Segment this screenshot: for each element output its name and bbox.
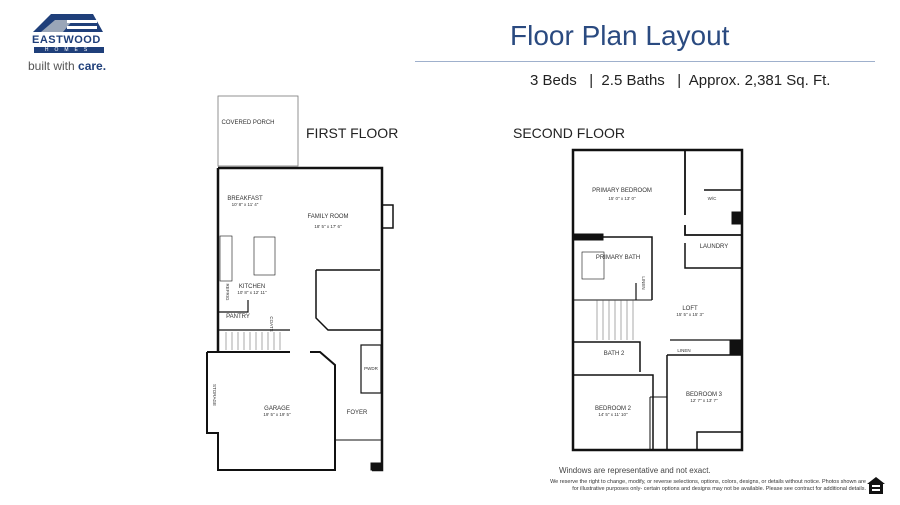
legal-disclaimer: We reserve the right to change, modify, … xyxy=(550,479,866,492)
room-linen-hall: LINEN xyxy=(677,348,690,353)
brand-sub: HOMES xyxy=(34,47,104,53)
room-garage: GARAGE xyxy=(264,406,290,412)
room-breakfast-dim: 10' 8" x 11' 4" xyxy=(232,202,259,207)
room-storage: STORAGE xyxy=(212,384,217,406)
room-family-dim: 18' 5" x 17' 6" xyxy=(314,224,342,229)
brand-name: EASTWOOD xyxy=(32,34,101,46)
first-floor-labels: COVERED PORCH BREAKFAST 10' 8" x 11' 4" … xyxy=(212,120,379,417)
room-breakfast: BREAKFAST xyxy=(227,196,263,202)
equal-housing-opportunity-icon xyxy=(867,477,885,494)
windows-note: Windows are representative and not exact… xyxy=(559,466,711,475)
room-primary-bedroom: PRIMARY BEDROOM xyxy=(592,188,652,194)
room-coats: COATS xyxy=(269,316,274,331)
room-primary-bedroom-dim: 15' 0" x 13' 0" xyxy=(608,196,636,201)
tagline-text: built with xyxy=(28,59,79,73)
home-specs: 3 Beds | 2.5 Baths | Approx. 2,381 Sq. F… xyxy=(530,72,831,89)
title-divider xyxy=(415,61,875,62)
page-title: Floor Plan Layout xyxy=(510,20,730,51)
room-kitchen-dim: 10' 8" x 12' 11" xyxy=(237,290,267,295)
room-covered-porch: COVERED PORCH xyxy=(221,120,274,126)
second-floor-plan xyxy=(571,148,744,452)
second-floor-labels: PRIMARY BEDROOM 15' 0" x 13' 0" W/C LAUN… xyxy=(592,188,728,417)
room-primary-bath: PRIMARY BATH xyxy=(596,255,640,261)
room-foyer: FOYER xyxy=(347,410,368,416)
second-floor-label: SECOND FLOOR xyxy=(513,125,626,141)
room-bath-2: BATH 2 xyxy=(604,351,625,357)
tagline-bold: care. xyxy=(78,59,107,73)
room-laundry: LAUNDRY xyxy=(700,244,729,250)
room-bedroom-2-dim: 14' 5" x 11' 10" xyxy=(598,412,628,417)
room-bedroom-2: BEDROOM 2 xyxy=(595,406,632,412)
roof-logo-icon xyxy=(33,14,103,32)
tagline: built with care. xyxy=(28,59,106,73)
room-kitchen: KITCHEN xyxy=(239,284,265,290)
first-floor-label: FIRST FLOOR xyxy=(306,125,399,141)
room-refrig: REFRIG xyxy=(225,283,230,301)
room-loft: LOFT xyxy=(682,306,698,312)
room-linen-primary: LINEN xyxy=(641,276,646,289)
room-garage-dim: 19' 5" x 19' 5" xyxy=(263,412,291,417)
room-powder: PWDR xyxy=(364,366,378,371)
room-pantry: PANTRY xyxy=(226,314,250,320)
room-wc: W/C xyxy=(708,196,717,201)
room-bedroom-3: BEDROOM 3 xyxy=(686,392,723,398)
room-loft-dim: 15' 5" x 15' 3" xyxy=(676,312,704,317)
first-floor-plan xyxy=(206,95,394,472)
room-family: FAMILY ROOM xyxy=(307,214,348,220)
room-bedroom-3-dim: 12' 7" x 13' 7" xyxy=(690,398,718,403)
